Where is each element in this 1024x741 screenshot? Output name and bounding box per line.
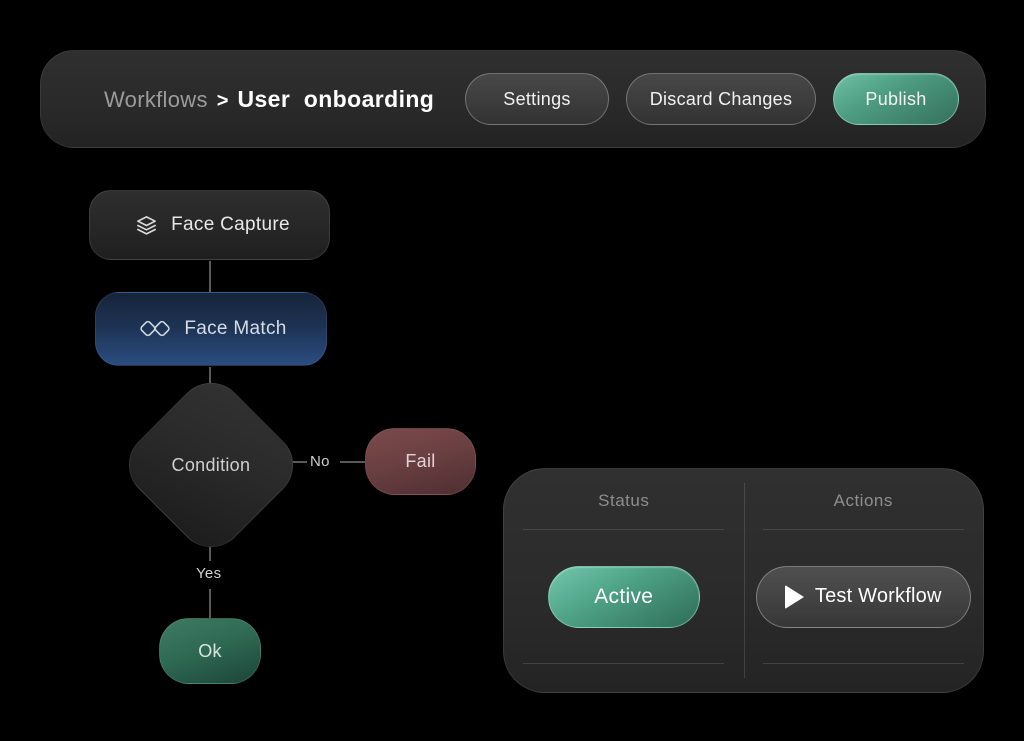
node-face-capture-label: Face Capture bbox=[171, 214, 290, 235]
node-ok[interactable]: Ok bbox=[159, 618, 261, 684]
chevron-right-icon: > bbox=[216, 89, 229, 112]
connector-condition-to-ok-bottom bbox=[209, 589, 211, 619]
test-workflow-label: Test Workflow bbox=[814, 585, 942, 607]
edge-label-no: No bbox=[310, 453, 330, 470]
face-match-icon bbox=[139, 317, 171, 341]
node-fail[interactable]: Fail bbox=[365, 428, 476, 495]
node-condition-label: Condition bbox=[171, 454, 251, 475]
status-column-body: Active bbox=[504, 530, 744, 663]
actions-column: Actions Test Workflow bbox=[743, 469, 984, 692]
node-face-match-label: Face Match bbox=[184, 318, 287, 339]
play-icon bbox=[784, 584, 804, 609]
node-fail-label: Fail bbox=[405, 451, 436, 471]
node-face-match[interactable]: Face Match bbox=[95, 292, 327, 366]
test-workflow-button[interactable]: Test Workflow bbox=[755, 565, 971, 628]
connector-capture-to-match bbox=[209, 261, 211, 292]
status-column-header: Status bbox=[598, 491, 650, 510]
actions-column-body: Test Workflow bbox=[744, 530, 984, 663]
node-face-capture[interactable]: Face Capture bbox=[89, 190, 330, 260]
actions-column-header: Actions bbox=[833, 491, 893, 510]
status-badge-active[interactable]: Active bbox=[547, 565, 700, 628]
header-actions: Settings Discard Changes Publish bbox=[465, 73, 959, 125]
connector-condition-to-fail-left bbox=[281, 461, 307, 463]
connector-condition-to-fail-right bbox=[340, 461, 366, 463]
edge-label-yes: Yes bbox=[196, 565, 222, 582]
breadcrumb-root-link[interactable]: Workflows bbox=[104, 86, 208, 112]
node-condition[interactable]: Condition bbox=[114, 368, 308, 562]
divider bbox=[523, 529, 725, 530]
header-bar: Workflows > User onboarding Settings Dis… bbox=[40, 50, 986, 148]
divider bbox=[762, 529, 964, 530]
status-actions-panel: Status Active Actions Test Workflow bbox=[503, 468, 984, 693]
discard-changes-button[interactable]: Discard Changes bbox=[626, 73, 816, 125]
layers-icon bbox=[135, 214, 158, 237]
breadcrumb-current-title: User onboarding bbox=[237, 85, 435, 112]
publish-button[interactable]: Publish bbox=[833, 73, 959, 125]
settings-button[interactable]: Settings bbox=[465, 73, 609, 125]
status-column: Status Active bbox=[504, 469, 744, 692]
breadcrumb: Workflows > User onboarding bbox=[104, 86, 434, 113]
node-ok-label: Ok bbox=[198, 640, 222, 661]
divider bbox=[523, 663, 725, 664]
divider bbox=[762, 663, 964, 664]
